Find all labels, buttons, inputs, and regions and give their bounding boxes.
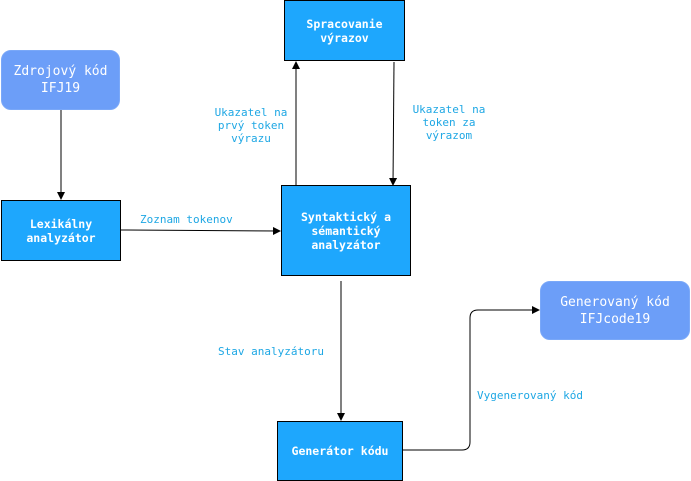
label-token-list: Zoznam tokenov	[140, 213, 233, 226]
label-generated-code: Vygenerovaný kód	[477, 389, 583, 402]
arrow-codegen-to-output	[403, 306, 540, 451]
arrow-expr-to-parser	[389, 61, 398, 186]
node-lexical-analyzer: Lexikálny analyzátor	[1, 200, 121, 261]
node-syntax-semantic-analyzer: Syntaktický a sémantický analyzátor	[281, 185, 411, 276]
arrow-lexer-to-parser	[120, 226, 281, 235]
label-pointer-first-token: Ukazatel na prvý token výrazu	[214, 106, 288, 145]
label-pointer-after-expression: Ukazatel na token za výrazom	[412, 103, 486, 142]
node-expression-processing: Spracovanie výrazov	[284, 0, 405, 61]
label-analyzer-state: Stav analyzátoru	[218, 345, 324, 358]
node-code-generator: Generátor kódu	[277, 421, 403, 481]
node-source-code: Zdrojový kód IFJ19	[1, 50, 120, 110]
node-generated-code: Generovaný kód IFJcode19	[540, 281, 690, 340]
